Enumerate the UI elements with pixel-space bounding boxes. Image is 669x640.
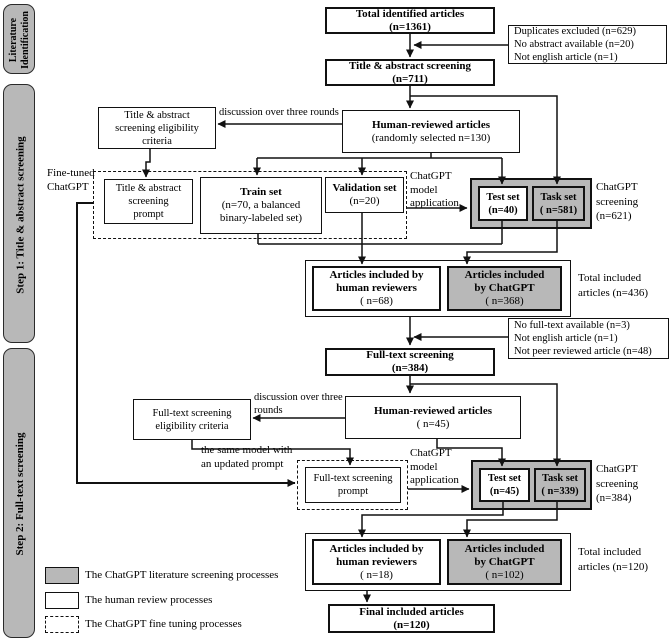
validation-set-box: Validation set (n=20) [325, 177, 404, 213]
stage-step1: Step 1: Title & abstract screening [3, 84, 35, 343]
total-identified-articles-count: (n=1361) [389, 20, 431, 33]
step1-eligibility-criteria-text: Title & abstract screening eligibility c… [115, 109, 199, 147]
step1-test-set-box: Test set (n=40) [478, 186, 528, 221]
train-set-title: Train set [240, 186, 282, 198]
step2-included-human-count: ( n=18) [360, 568, 393, 581]
step2-included-chatgpt-title: Articles included by ChatGPT [464, 542, 545, 568]
stage-step2: Step 2: Full-text screening [3, 348, 35, 638]
step2-included-chatgpt-box: Articles included by ChatGPT ( n=102) [447, 539, 562, 585]
fulltext-screening-box: Full-text screening (n=384) [325, 348, 495, 376]
identification-exclusions-box: Duplicates excluded (n=629) No abstract … [508, 25, 667, 64]
step2-task-set-count: ( n=339) [541, 486, 579, 497]
stage-literature-identification: Literature Identification [3, 4, 35, 74]
step2-model-application-label: ChatGPT model application [410, 447, 459, 486]
step1-model-application-label: ChatGPT model application [410, 170, 459, 209]
fulltext-screening-title: Full-text screening [366, 349, 454, 361]
step1-chatgpt-screening-label: ChatGPT screening (n=621) [596, 181, 639, 222]
total-identified-articles-box: Total identified articles (n=1361) [325, 7, 495, 34]
step1-test-set-title: Test set [486, 191, 520, 203]
title-abstract-screening-count: (n=711) [392, 72, 428, 85]
step1-task-set-title: Task set [540, 191, 577, 203]
step2-eligibility-criteria-text: Full-text screening eligibility criteria [152, 407, 232, 432]
fulltext-screening-count: (n=384) [391, 362, 429, 374]
title-abstract-screening-box: Title & abstract screening (n=711) [325, 59, 495, 86]
step2-test-set-box: Test set (n=45) [479, 468, 530, 502]
step1-included-human-count: ( n=68) [360, 295, 393, 307]
validation-set-title: Validation set [332, 182, 397, 194]
step2-human-reviewed-count: ( n=45) [416, 417, 450, 430]
same-model-label: the same model with an updated prompt [201, 444, 293, 470]
step2-test-set-title: Test set [487, 473, 522, 484]
step2-task-set-box: Task set ( n=339) [534, 468, 586, 502]
final-included-articles-count: (n=120) [393, 618, 430, 631]
step2-eligibility-criteria-box: Full-text screening eligibility criteria [133, 399, 251, 440]
step1-task-set-box: Task set ( n=581) [532, 186, 585, 221]
step1-task-set-count: ( n=581) [539, 204, 578, 216]
total-identified-articles-title: Total identified articles [355, 7, 465, 20]
legend-label-human-process: The human review processes [85, 594, 213, 606]
step2-test-set-count: (n=45) [489, 486, 520, 497]
legend-swatch-human-process [45, 592, 79, 609]
stage-step2-label: Step 2: Full-text screening [14, 432, 26, 556]
step2-human-reviewed-title: Human-reviewed articles [373, 404, 493, 417]
step1-eligibility-criteria-box: Title & abstract screening eligibility c… [98, 107, 216, 149]
step1-included-chatgpt-title: Articles included by ChatGPT [464, 269, 545, 294]
step2-included-human-title: Articles included by human reviewers [329, 542, 424, 568]
step1-human-reviewed-title: Human-reviewed articles [371, 118, 491, 131]
step1-human-reviewed-box: Human-reviewed articles (randomly select… [342, 110, 520, 153]
step2-exclusions-box: No full-text available (n=3) Not english… [508, 318, 669, 359]
step2-task-set-title: Task set [541, 473, 579, 484]
legend-label-chatgpt-process: The ChatGPT literature screening process… [85, 569, 279, 581]
legend-swatch-finetune-process [45, 616, 79, 633]
legend-swatch-chatgpt-process [45, 567, 79, 584]
train-set-box: Train set (n=70, a balanced binary-label… [200, 177, 322, 234]
title-abstract-screening-title: Title & abstract screening [348, 59, 472, 72]
step1-screening-prompt-text: Title & abstract screening prompt [115, 183, 182, 220]
step1-included-human-box: Articles included by human reviewers ( n… [312, 266, 441, 311]
step2-screening-prompt-text: Full-text screening prompt [313, 473, 393, 497]
final-included-articles-title: Final included articles [359, 605, 464, 618]
identification-exclusions-text: Duplicates excluded (n=629) No abstract … [514, 26, 636, 63]
step2-exclusions-text: No full-text available (n=3) Not english… [514, 320, 652, 357]
step1-total-included-label: Total included articles (n=436) [578, 272, 649, 299]
train-set-count: (n=70, a balanced binary-labeled set) [219, 199, 303, 224]
step2-total-included-label: Total included articles (n=120) [578, 546, 649, 573]
step2-included-chatgpt-count: ( n=102) [485, 568, 524, 581]
step1-screening-prompt-box: Title & abstract screening prompt [104, 179, 193, 224]
step2-included-human-box: Articles included by human reviewers ( n… [312, 539, 441, 585]
step1-included-chatgpt-box: Articles included by ChatGPT ( n=368) [447, 266, 562, 311]
step1-discussion-label: discussion over three rounds [219, 107, 339, 118]
step1-human-reviewed-count: (randomly selected n=130) [371, 131, 491, 144]
step2-chatgpt-screening-label: ChatGPT screening (n=384) [596, 463, 639, 504]
step1-included-chatgpt-count: ( n=368) [485, 295, 524, 307]
fine-tuned-chatgpt-label: Fine-tuned ChatGPT [47, 167, 95, 193]
stage-step1-label: Step 1: Title & abstract screening [14, 135, 26, 294]
step1-test-set-count: (n=40) [488, 204, 518, 216]
legend-label-finetune-process: The ChatGPT fine tuning processes [85, 618, 242, 630]
final-included-articles-box: Final included articles (n=120) [328, 604, 495, 633]
step1-included-human-title: Articles included by human reviewers [329, 269, 424, 294]
step2-discussion-label: discussion over three rounds [254, 392, 343, 416]
validation-set-count: (n=20) [349, 195, 380, 207]
step2-screening-prompt-box: Full-text screening prompt [305, 467, 401, 503]
step2-human-reviewed-box: Human-reviewed articles ( n=45) [345, 396, 521, 439]
stage-literature-identification-label: Literature Identification [8, 11, 31, 69]
